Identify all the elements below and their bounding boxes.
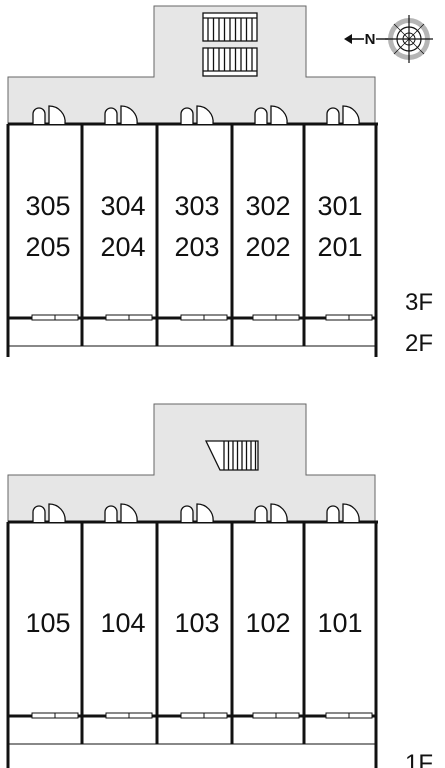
unit-number: 304 xyxy=(100,191,145,221)
lower-walkway xyxy=(7,403,376,523)
unit-number: 305 xyxy=(25,191,70,221)
door-icon xyxy=(326,503,360,523)
window-icon xyxy=(252,712,300,719)
unit-number: 301 xyxy=(317,191,362,221)
window-icon xyxy=(180,314,228,321)
door-icon xyxy=(254,105,288,125)
unit-number: 303 xyxy=(174,191,219,221)
window-icon xyxy=(325,712,373,719)
unit-number: 101 xyxy=(317,608,362,638)
unit-number: 105 xyxy=(25,608,70,638)
floor-label-1f: 1F xyxy=(405,750,433,768)
compass: N xyxy=(344,15,433,63)
lower-building-walls xyxy=(6,522,378,768)
floor-label-2f: 2F xyxy=(405,330,433,357)
door-icon xyxy=(32,503,66,523)
door-icon xyxy=(254,503,288,523)
window-icon xyxy=(31,314,79,321)
window-icon xyxy=(105,314,153,321)
unit-number: 204 xyxy=(100,232,145,262)
window-icon xyxy=(325,314,373,321)
upper-floor-plan: 305 304 303 302 301 205 204 203 202 201 3F 2F xyxy=(6,5,433,357)
stairs-icon xyxy=(204,440,259,471)
floor-label-3f: 3F xyxy=(405,289,433,316)
door-icon xyxy=(180,105,214,125)
unit-number: 102 xyxy=(245,608,290,638)
window-icon xyxy=(105,712,153,719)
door-icon xyxy=(104,105,138,125)
window-icon xyxy=(252,314,300,321)
unit-number: 103 xyxy=(174,608,219,638)
unit-number: 302 xyxy=(245,191,290,221)
lower-floor-plan: 105 104 103 102 101 1F xyxy=(6,403,433,768)
upper-walkway xyxy=(7,5,376,125)
window-icon xyxy=(31,712,79,719)
door-icon xyxy=(326,105,360,125)
window-icon xyxy=(180,712,228,719)
unit-number: 104 xyxy=(100,608,145,638)
unit-number: 202 xyxy=(245,232,290,262)
north-label: N xyxy=(365,31,376,48)
unit-number: 205 xyxy=(25,232,70,262)
stairs-icon xyxy=(202,12,258,77)
unit-number: 203 xyxy=(174,232,219,262)
compass-rose-icon xyxy=(385,15,433,63)
door-icon xyxy=(32,105,66,125)
unit-number: 201 xyxy=(317,232,362,262)
door-icon xyxy=(104,503,138,523)
door-icon xyxy=(180,503,214,523)
